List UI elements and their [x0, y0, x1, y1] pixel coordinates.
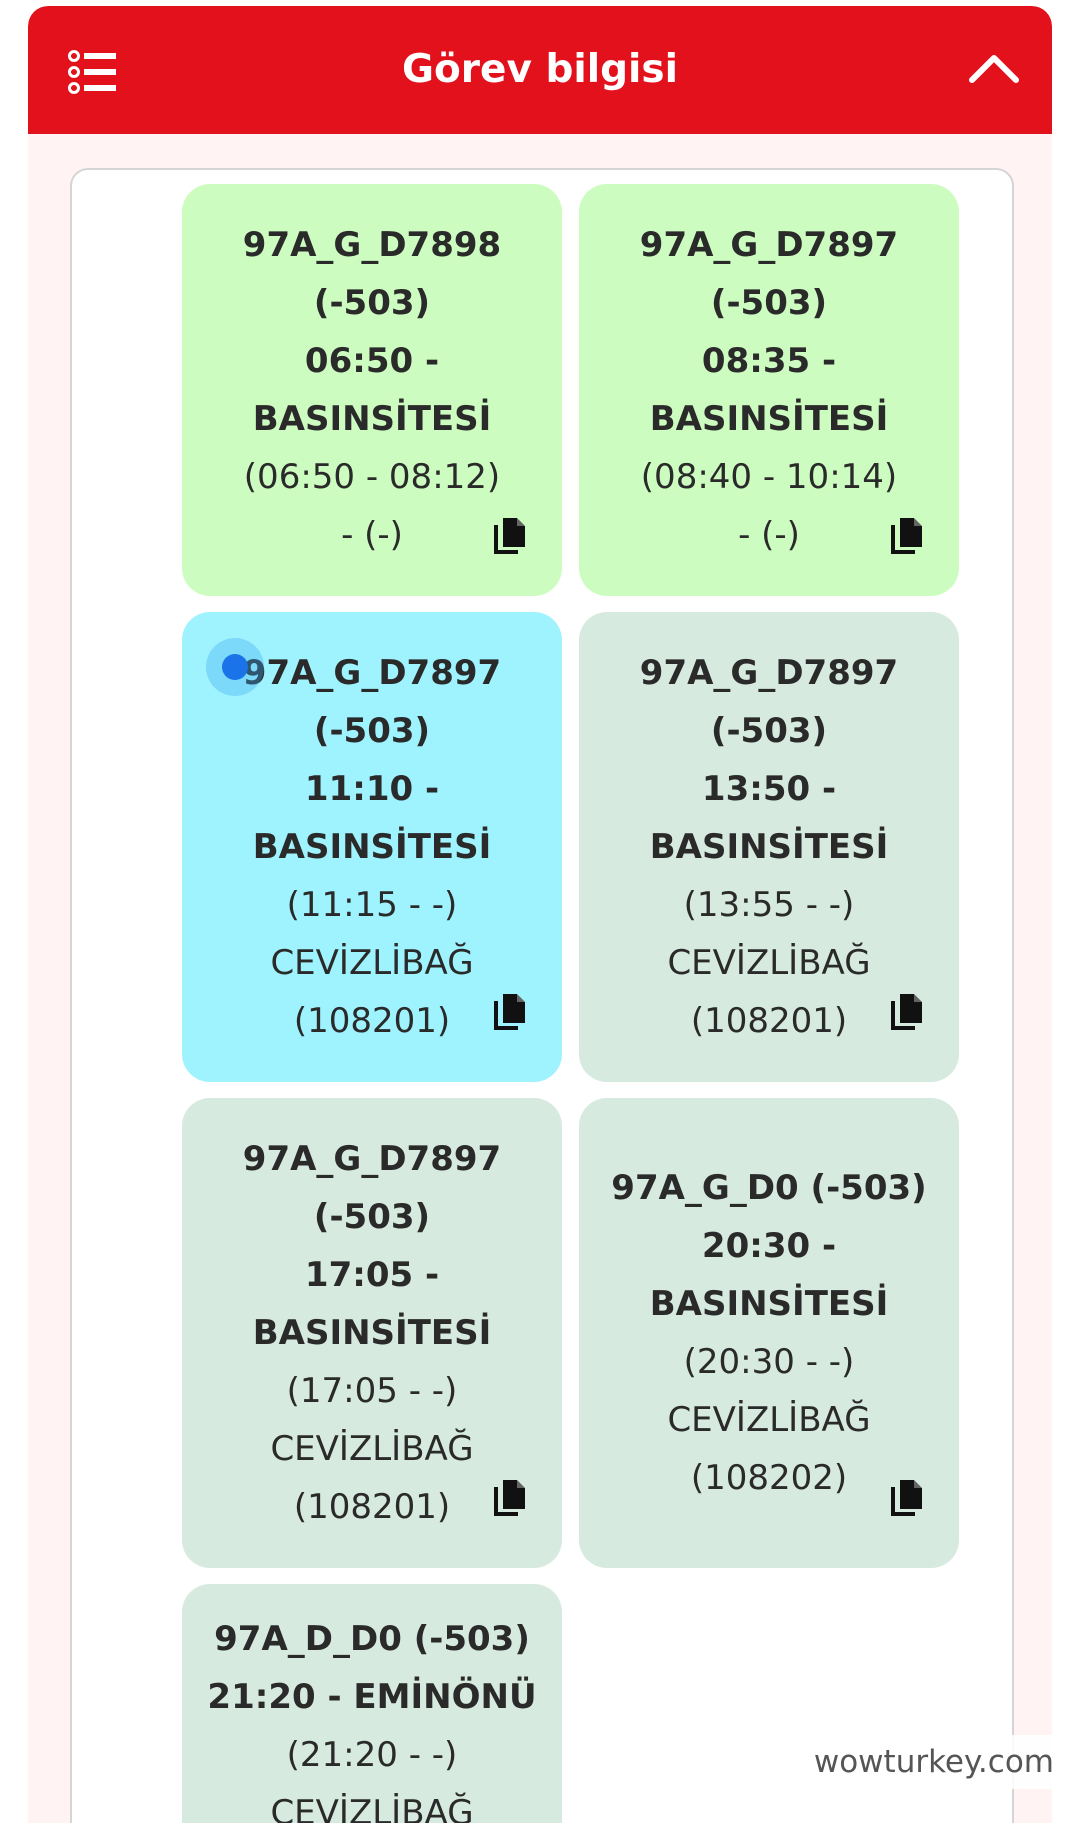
task-card[interactable]: 97A_G_D0 (-503) 20:30 - BASINSİTESİ (20:…	[579, 1098, 959, 1568]
task-card[interactable]: 97A_G_D7897 (-503) 17:05 - BASINSİTESİ (…	[182, 1098, 562, 1568]
task-list: 97A_G_D7898 (-503) 06:50 - BASINSİTESİ (…	[70, 168, 1014, 1823]
task-direction: (-503)	[313, 283, 431, 323]
task-start: 11:10 -	[304, 769, 440, 809]
task-direction: (-503)	[313, 1197, 431, 1237]
task-code: (108201)	[293, 1001, 451, 1041]
task-destination: CEVİZLİBAĞ	[270, 1429, 474, 1469]
panel-title: Görev bilgisi	[401, 47, 678, 92]
task-time-range: (11:15 - -)	[286, 885, 458, 925]
task-info-panel: Görev bilgisi 97A_G_D7898 (-503) 06:50 -…	[28, 6, 1052, 1823]
task-time-range: (08:40 - 10:14)	[640, 457, 898, 497]
task-direction: (-503)	[710, 711, 828, 751]
task-card-current[interactable]: 97A_G_D7897 (-503) 11:10 - BASINSİTESİ (…	[182, 612, 562, 1082]
task-destination: CEVİZLİBAĞ	[667, 1400, 871, 1440]
task-card[interactable]: 97A_G_D7898 (-503) 06:50 - BASINSİTESİ (…	[182, 184, 562, 596]
task-start: 13:50 -	[701, 769, 837, 809]
task-route: 97A_G_D7897	[242, 653, 502, 693]
watermark: wowturkey.com	[790, 1735, 1060, 1789]
copy-icon[interactable]	[492, 992, 528, 1032]
task-stop: BASINSİTESİ	[649, 1284, 889, 1324]
task-destination: CEVİZLİBAĞ	[667, 943, 871, 983]
task-card[interactable]: 97A_G_D7897 (-503) 13:50 - BASINSİTESİ (…	[579, 612, 959, 1082]
task-start: 08:35 -	[701, 341, 837, 381]
task-direction: (-503)	[313, 711, 431, 751]
task-card[interactable]: 97A_D_D0 (-503) 21:20 - EMİNÖNÜ (21:20 -…	[182, 1584, 562, 1823]
task-code: (108202)	[690, 1458, 848, 1498]
task-route: 97A_G_D7897	[639, 653, 899, 693]
task-route: 97A_G_D0 (-503)	[611, 1168, 927, 1208]
task-time-range: (06:50 - 08:12)	[243, 457, 501, 497]
task-card[interactable]: 97A_G_D7897 (-503) 08:35 - BASINSİTESİ (…	[579, 184, 959, 596]
task-time-range: (20:30 - -)	[683, 1342, 855, 1382]
task-destination: - (-)	[341, 515, 403, 555]
task-code: (108201)	[690, 1001, 848, 1041]
task-time-range: (13:55 - -)	[683, 885, 855, 925]
task-stop: BASINSİTESİ	[649, 399, 889, 439]
task-start: 21:20 - EMİNÖNÜ	[207, 1677, 537, 1717]
task-stop: BASINSİTESİ	[252, 1313, 492, 1353]
task-time-range: (21:20 - -)	[286, 1735, 458, 1775]
task-destination: - (-)	[738, 515, 800, 555]
task-stop: BASINSİTESİ	[649, 827, 889, 867]
panel-header: Görev bilgisi	[28, 6, 1052, 134]
task-destination: CEVİZLİBAĞ	[270, 1793, 474, 1823]
task-time-range: (17:05 - -)	[286, 1371, 458, 1411]
copy-icon[interactable]	[889, 992, 925, 1032]
copy-icon[interactable]	[492, 516, 528, 556]
current-indicator	[206, 638, 264, 696]
task-start: 17:05 -	[304, 1255, 440, 1295]
task-start: 06:50 -	[304, 341, 440, 381]
copy-icon[interactable]	[492, 1478, 528, 1518]
copy-icon[interactable]	[889, 516, 925, 556]
task-start: 20:30 -	[701, 1226, 837, 1266]
task-direction: (-503)	[710, 283, 828, 323]
task-stop: BASINSİTESİ	[252, 399, 492, 439]
task-route: 97A_G_D7897	[639, 225, 899, 265]
task-code: (108201)	[293, 1487, 451, 1527]
task-destination: CEVİZLİBAĞ	[270, 943, 474, 983]
task-stop: BASINSİTESİ	[252, 827, 492, 867]
chevron-up-icon[interactable]	[968, 50, 1020, 86]
task-route: 97A_G_D7898	[242, 225, 502, 265]
task-route: 97A_D_D0 (-503)	[214, 1619, 530, 1659]
copy-icon[interactable]	[889, 1478, 925, 1518]
task-route: 97A_G_D7897	[242, 1139, 502, 1179]
list-icon[interactable]	[68, 50, 118, 94]
